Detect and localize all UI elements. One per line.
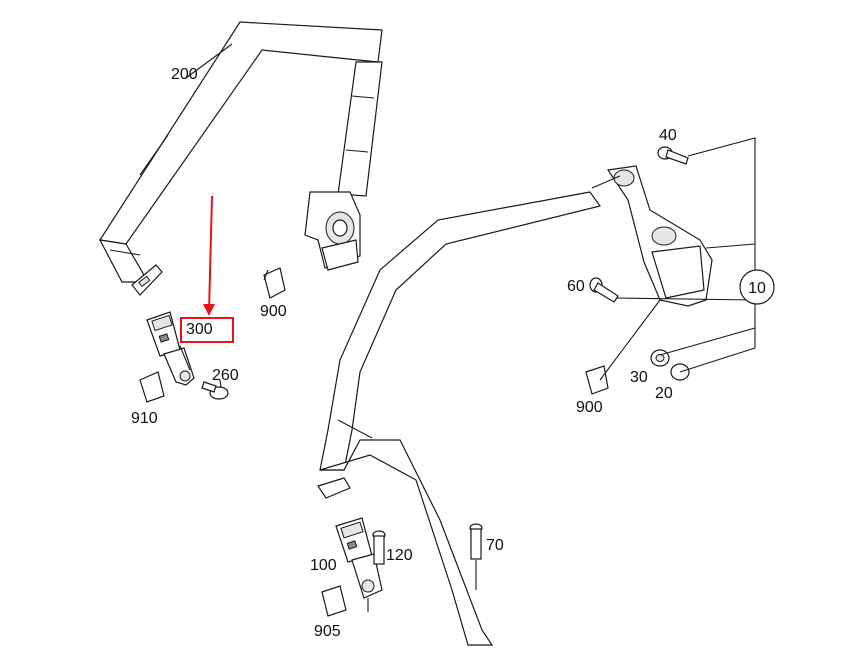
label-60: 60 xyxy=(567,278,585,295)
right-belt-tongue[interactable] xyxy=(317,477,351,499)
left-clip-910[interactable] xyxy=(139,371,165,403)
right-clip-900[interactable] xyxy=(585,365,609,395)
left-buckle-300[interactable] xyxy=(146,311,195,386)
label-900-right: 900 xyxy=(576,399,603,416)
label-30: 30 xyxy=(630,369,648,386)
label-20: 20 xyxy=(655,385,673,402)
left-belt-guide[interactable] xyxy=(337,61,383,197)
label-900-left: 900 xyxy=(260,303,287,320)
leader-lines xyxy=(185,43,756,612)
label-905: 905 xyxy=(314,623,341,640)
label-260: 260 xyxy=(212,367,239,384)
label-100: 100 xyxy=(310,557,337,574)
label-200: 200 xyxy=(171,66,198,83)
left-bolt-260[interactable] xyxy=(201,381,229,400)
bottom-bolt-70[interactable] xyxy=(469,523,483,560)
right-bolt-60[interactable] xyxy=(589,277,619,303)
right-bolt-40[interactable] xyxy=(657,146,689,165)
highlight-arrow xyxy=(208,195,213,313)
label-70: 70 xyxy=(486,537,504,554)
label-120: 120 xyxy=(386,547,413,564)
label-10: 10 xyxy=(748,280,766,297)
label-300: 300 xyxy=(186,321,213,338)
highlight-box xyxy=(180,317,234,343)
left-retractor[interactable] xyxy=(304,191,361,271)
bottom-buckle-100[interactable] xyxy=(335,517,383,599)
label-910: 910 xyxy=(131,410,158,427)
bottom-clip-905[interactable] xyxy=(321,585,347,617)
left-clip-900[interactable] xyxy=(263,267,286,299)
highlight-arrowhead xyxy=(203,304,215,316)
highlight-annotation xyxy=(180,195,234,343)
label-40: 40 xyxy=(659,127,677,144)
right-nut-30[interactable] xyxy=(650,349,670,367)
left-seat-belt-strap[interactable] xyxy=(98,21,383,283)
right-retractor[interactable] xyxy=(591,165,713,307)
right-seat-belt-strap[interactable] xyxy=(319,191,602,646)
callout-10[interactable]: 10 xyxy=(739,269,775,305)
left-belt-tongue[interactable] xyxy=(131,264,163,296)
bottom-bolt-120[interactable] xyxy=(372,530,386,565)
